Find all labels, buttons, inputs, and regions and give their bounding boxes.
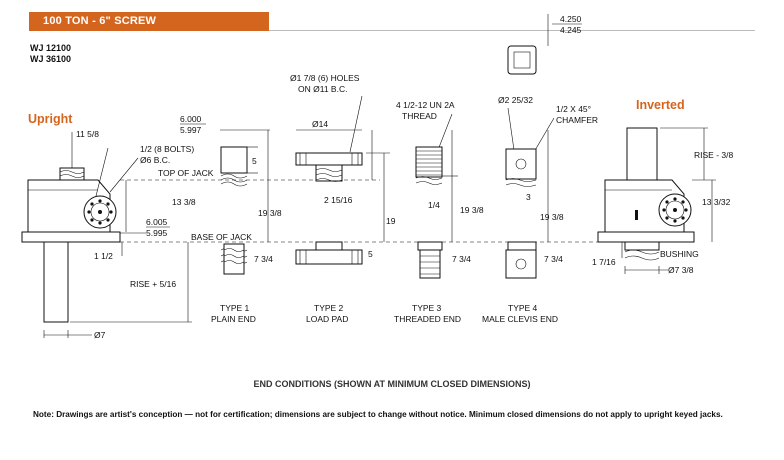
type-4-male-clevis-end: 4.250 4.245 Ø2 25/32 1/2 X 45° CHAMFER 3…	[482, 14, 598, 324]
disclaimer-note: Note: Drawings are artist's conception —…	[33, 410, 723, 419]
dim-5: 5	[252, 156, 257, 166]
dim-5: 5	[368, 249, 373, 259]
title-rule	[269, 30, 755, 31]
dim-4250: 4.250	[560, 14, 582, 24]
dim-1-1-2: 1 1/2	[94, 251, 113, 261]
type-2-load-pad: Ø1 7/8 (6) HOLES ON Ø11 B.C. Ø14 2 15/16…	[290, 73, 396, 324]
inverted-jack: Inverted RISE - 3/8 13 3/32 BUSHING 1 7/…	[592, 98, 733, 275]
dim-7-3-4: 7 3/4	[452, 254, 471, 264]
dim-19-3-8: 19 3/8	[460, 205, 484, 215]
model-list: WJ 12100 WJ 36100	[30, 43, 71, 65]
dim-7-3-4: 7 3/4	[544, 254, 563, 264]
dim-dia-7: Ø7	[94, 330, 106, 340]
bushing-label: BUSHING	[660, 249, 699, 259]
dim-dia-2-25-32: Ø2 25/32	[498, 95, 533, 105]
dim-7-3-4: 7 3/4	[254, 254, 273, 264]
title-banner: 100 TON - 6" SCREW	[29, 12, 269, 31]
dim-19-3-8: 19 3/8	[540, 212, 564, 222]
dim-bolt-circle: Ø6 B.C.	[140, 155, 170, 165]
dim-holes-2: ON Ø11 B.C.	[298, 84, 347, 94]
dim-thread-2: THREAD	[402, 111, 437, 121]
dim-11-5-8: 11 5/8	[76, 129, 99, 139]
type-1-plain-end: 6.000 5.997 5 19 3/8 7 3/4 TYPE 1 PLAIN …	[180, 114, 282, 324]
type-2-name: TYPE 2	[314, 303, 344, 313]
type-4-name: TYPE 4	[508, 303, 538, 313]
type-3-desc: THREADED END	[394, 314, 461, 324]
dim-holes-1: Ø1 7/8 (6) HOLES	[290, 73, 360, 83]
dim-chamfer-2: CHAMFER	[556, 115, 598, 125]
top-of-jack-label: TOP OF JACK	[158, 168, 214, 178]
base-of-jack-label: BASE OF JACK	[191, 232, 252, 242]
dim-thread-1: 4 1/2-12 UN 2A	[396, 100, 455, 110]
upright-jack: Upright 11 5/8 1/2 (8 BOLTS) Ø6 B.C. 13 …	[21, 112, 252, 340]
model-number: WJ 12100	[30, 43, 72, 53]
dim-1-7-16: 1 7/16	[592, 257, 616, 267]
dim-6005: 6.005	[146, 217, 168, 227]
dim-dia-14: Ø14	[312, 119, 328, 129]
type-3-name: TYPE 3	[412, 303, 442, 313]
dim-6000: 6.000	[180, 114, 202, 124]
type-4-desc: MALE CLEVIS END	[482, 314, 558, 324]
dim-2-15-16: 2 15/16	[324, 195, 353, 205]
dim-4245: 4.245	[560, 25, 582, 35]
model-number: WJ 36100	[30, 54, 72, 64]
type-3-threaded-end: 4 1/2-12 UN 2A THREAD 1/4 19 3/8 7 3/4 T…	[394, 100, 484, 324]
dim-1-4: 1/4	[428, 200, 440, 210]
page-title: 100 TON - 6" SCREW	[43, 15, 157, 27]
dim-bolts: 1/2 (8 BOLTS)	[140, 144, 194, 154]
upright-label: Upright	[28, 112, 73, 126]
dim-3: 3	[526, 192, 531, 202]
dim-rise-inverted: RISE - 3/8	[694, 150, 733, 160]
dim-5995: 5.995	[146, 228, 168, 238]
dim-rise: RISE + 5/16	[130, 279, 176, 289]
dim-19: 19	[386, 216, 396, 226]
dim-19-3-8: 19 3/8	[258, 208, 282, 218]
inverted-label: Inverted	[636, 98, 685, 112]
dim-dia-7-3-8: Ø7 3/8	[668, 265, 694, 275]
dim-5997: 5.997	[180, 125, 202, 135]
type-1-name: TYPE 1	[220, 303, 250, 313]
dim-13-3-32: 13 3/32	[702, 197, 731, 207]
dim-13-3-8: 13 3/8	[172, 197, 196, 207]
end-conditions-caption: END CONDITIONS (SHOWN AT MINIMUM CLOSED …	[253, 379, 531, 389]
dim-chamfer-1: 1/2 X 45°	[556, 104, 591, 114]
type-1-desc: PLAIN END	[211, 314, 256, 324]
type-2-desc: LOAD PAD	[306, 314, 348, 324]
